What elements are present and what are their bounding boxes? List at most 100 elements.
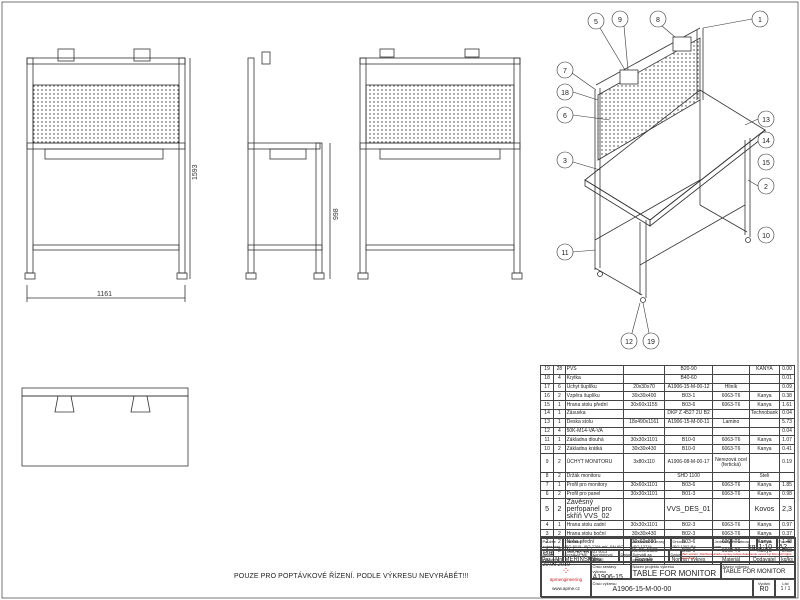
- bom-cell: 18: [539, 373, 555, 384]
- bom-cell: 1: [553, 408, 566, 419]
- bom-header-cell: Dodavatel: [748, 555, 781, 566]
- bom-cell: 0.04: [779, 426, 795, 437]
- callout-19: 19: [647, 339, 655, 346]
- callout-8: 8: [656, 17, 660, 24]
- bom-cell: 30x30x1101: [623, 435, 665, 446]
- bom-cell: 13: [539, 417, 555, 428]
- callout-7: 7: [563, 68, 567, 75]
- weight-label: Hmotnost: [732, 538, 750, 544]
- bom-cell: [712, 498, 750, 522]
- bom-cell: 20x30x70: [623, 382, 665, 393]
- assembly-label: Číslo sestavy výkresu: [592, 563, 617, 574]
- project-label: Název projektu výkresu: [632, 563, 675, 569]
- bom-cell: [623, 498, 665, 522]
- weight-unit: kg: [748, 543, 756, 551]
- approve-cell: Schválil za objednatele: [631, 550, 669, 562]
- callout-5: 5: [594, 19, 598, 26]
- check-cell: Kontroloval APME: [591, 550, 619, 562]
- tolerance-value: ISO 8015, ISO 2768-mK, EN ISO 13920 BF, …: [564, 543, 624, 554]
- dim-width: 1161: [97, 291, 112, 298]
- bom-cell: 12: [539, 426, 555, 437]
- bom-cell: [712, 426, 750, 437]
- bom-cell: 0.41: [779, 444, 795, 454]
- bom-cell: B20-90: [663, 365, 714, 375]
- bom-header-cell: Mn.: [553, 555, 566, 566]
- bom-cell: B01-3: [663, 489, 714, 500]
- bom-cell: 0.19: [779, 452, 795, 473]
- bom-cell: DKP Z 4527 2U B2: [663, 408, 714, 419]
- bom-cell: 10: [539, 444, 555, 454]
- callout-12: 12: [625, 339, 633, 346]
- bom-cell: Kanya: [748, 520, 781, 531]
- bom-cell: Hrana stolu zadní: [564, 520, 625, 531]
- bom-cell: 5: [539, 498, 555, 522]
- bom-cell: 6: [539, 489, 555, 500]
- callout-15: 15: [762, 160, 770, 167]
- bom-cell: B10-0: [663, 444, 714, 454]
- bom-cell: Kanya: [748, 400, 781, 410]
- name-label: Název výkresu: [722, 563, 749, 569]
- revision-label: Vydání: [757, 580, 771, 586]
- callout-3: 3: [563, 158, 567, 165]
- bom-cell: 15: [539, 400, 555, 410]
- bom-cell: Kanya: [748, 444, 781, 454]
- bom-cell: 3x80x110: [623, 452, 665, 473]
- bom-cell: Technobank: [748, 408, 781, 419]
- dim-total-height: 1593: [192, 164, 199, 180]
- bom-cell: 18x490x1161: [623, 417, 665, 428]
- finish-label: Drsnost: [672, 538, 687, 544]
- bom-cell: Kanya: [748, 391, 781, 402]
- bom-cell: 6063-T6: [712, 520, 750, 531]
- units-label: Jednotky: [714, 538, 731, 544]
- callout-14: 14: [762, 138, 770, 145]
- bom-cell: 6063-T6: [712, 391, 750, 402]
- bom-cell: Lamino: [712, 417, 750, 428]
- bom-cell: 0.04: [779, 408, 795, 419]
- bom-cell: [712, 408, 750, 419]
- bom-cell: A1906-15-M-00-11: [663, 417, 714, 428]
- callout-1: 1: [758, 17, 762, 24]
- revision-value: R0: [759, 585, 769, 593]
- bom-cell: B02-3: [663, 520, 714, 531]
- back-view: [357, 48, 523, 280]
- isometric-view: [584, 27, 766, 303]
- company-name: apmengineering: [549, 576, 583, 582]
- bom-cell: 6063-T6: [712, 435, 750, 446]
- callout-6: 6: [563, 113, 567, 120]
- projection-cell: Použité zobrazení⊖⊕: [541, 537, 563, 557]
- bom-cell: Kanya: [748, 435, 781, 446]
- bom-cell: 30x30x400: [623, 391, 665, 402]
- drawing-number-label: Číslo výkresu: [592, 580, 617, 586]
- bom-cell: 0.98: [779, 489, 795, 500]
- sheet-value: 1 / 1: [780, 585, 791, 592]
- projection-label: Použité zobrazení: [542, 538, 561, 549]
- bom-cell: 2: [553, 471, 566, 482]
- approve-label: Schválil za objednatele: [632, 551, 654, 562]
- warning-note: POUZE PRO POPTÁVKOVÉ ŘÍZENÍ. PODLE VÝKRE…: [234, 573, 469, 580]
- bom-cell: [623, 471, 665, 482]
- callout-2: 2: [764, 184, 768, 191]
- bom-cell: 16: [539, 391, 555, 402]
- bom-cell: 4: [539, 520, 555, 531]
- callout-13: 13: [762, 117, 770, 124]
- bom-cell: 11: [539, 435, 555, 446]
- dim-frame-height: 998: [333, 208, 340, 220]
- bom-cell: 2: [553, 489, 566, 500]
- bom-cell: 8: [539, 471, 555, 482]
- date-label: Datum vytvoření: [542, 551, 559, 562]
- drawing-name: TABLE FOR MONITOR: [722, 568, 786, 575]
